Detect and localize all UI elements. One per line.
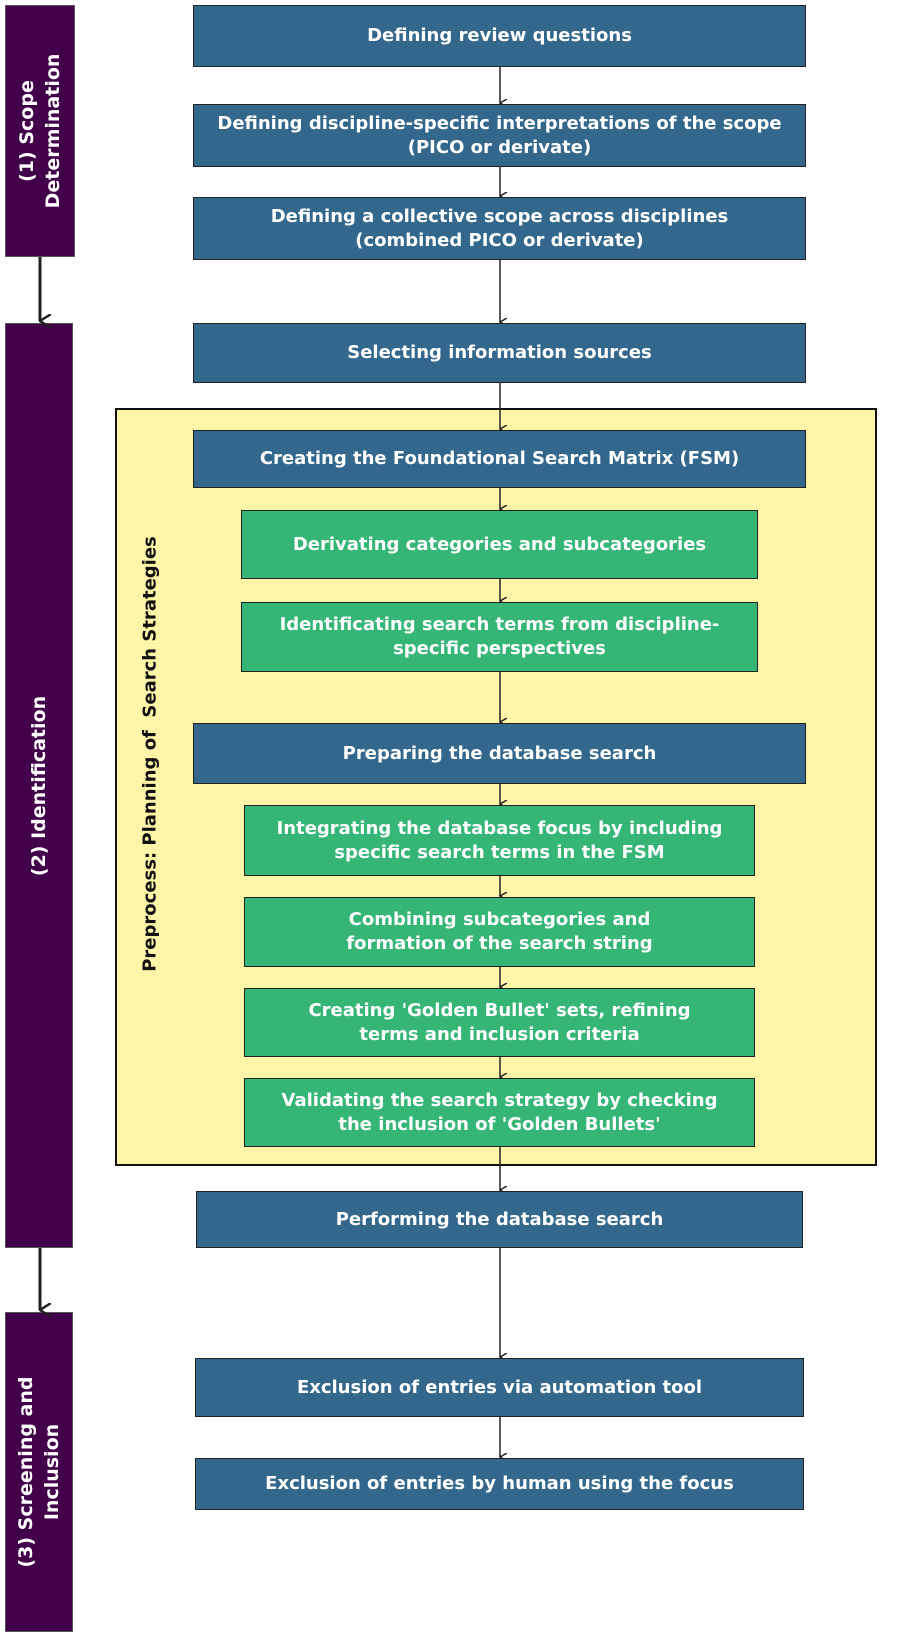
phase-scope-determination: (1) Scope Determination [5, 5, 75, 257]
step-exclusion-human: Exclusion of entries by human using the … [195, 1458, 804, 1510]
substep-integrating-focus: Integrating the database focus by includ… [244, 805, 755, 876]
substep-validating-strategy: Validating the search strategy by checki… [244, 1078, 755, 1147]
step-discipline-specific-scope: Defining discipline-specific interpretat… [193, 104, 806, 167]
substep-derivating-categories: Derivating categories and subcategories [241, 510, 758, 579]
substep-golden-bullet-sets: Creating 'Golden Bullet' sets, refining … [244, 988, 755, 1057]
step-defining-review-questions: Defining review questions [193, 5, 806, 67]
substep-combining-subcategories: Combining subcategories and formation of… [244, 897, 755, 967]
step-preparing-database-search: Preparing the database search [193, 723, 806, 784]
phase-screening-inclusion: (3) Screening and Inclusion [5, 1312, 73, 1632]
step-collective-scope: Defining a collective scope across disci… [193, 197, 806, 260]
step-creating-fsm: Creating the Foundational Search Matrix … [193, 430, 806, 488]
step-exclusion-automation: Exclusion of entries via automation tool [195, 1358, 804, 1417]
substep-identificating-terms: Identificating search terms from discipl… [241, 602, 758, 672]
phase-identification: (2) Identification [5, 323, 73, 1248]
step-performing-search: Performing the database search [196, 1191, 803, 1248]
step-selecting-sources: Selecting information sources [193, 323, 806, 383]
